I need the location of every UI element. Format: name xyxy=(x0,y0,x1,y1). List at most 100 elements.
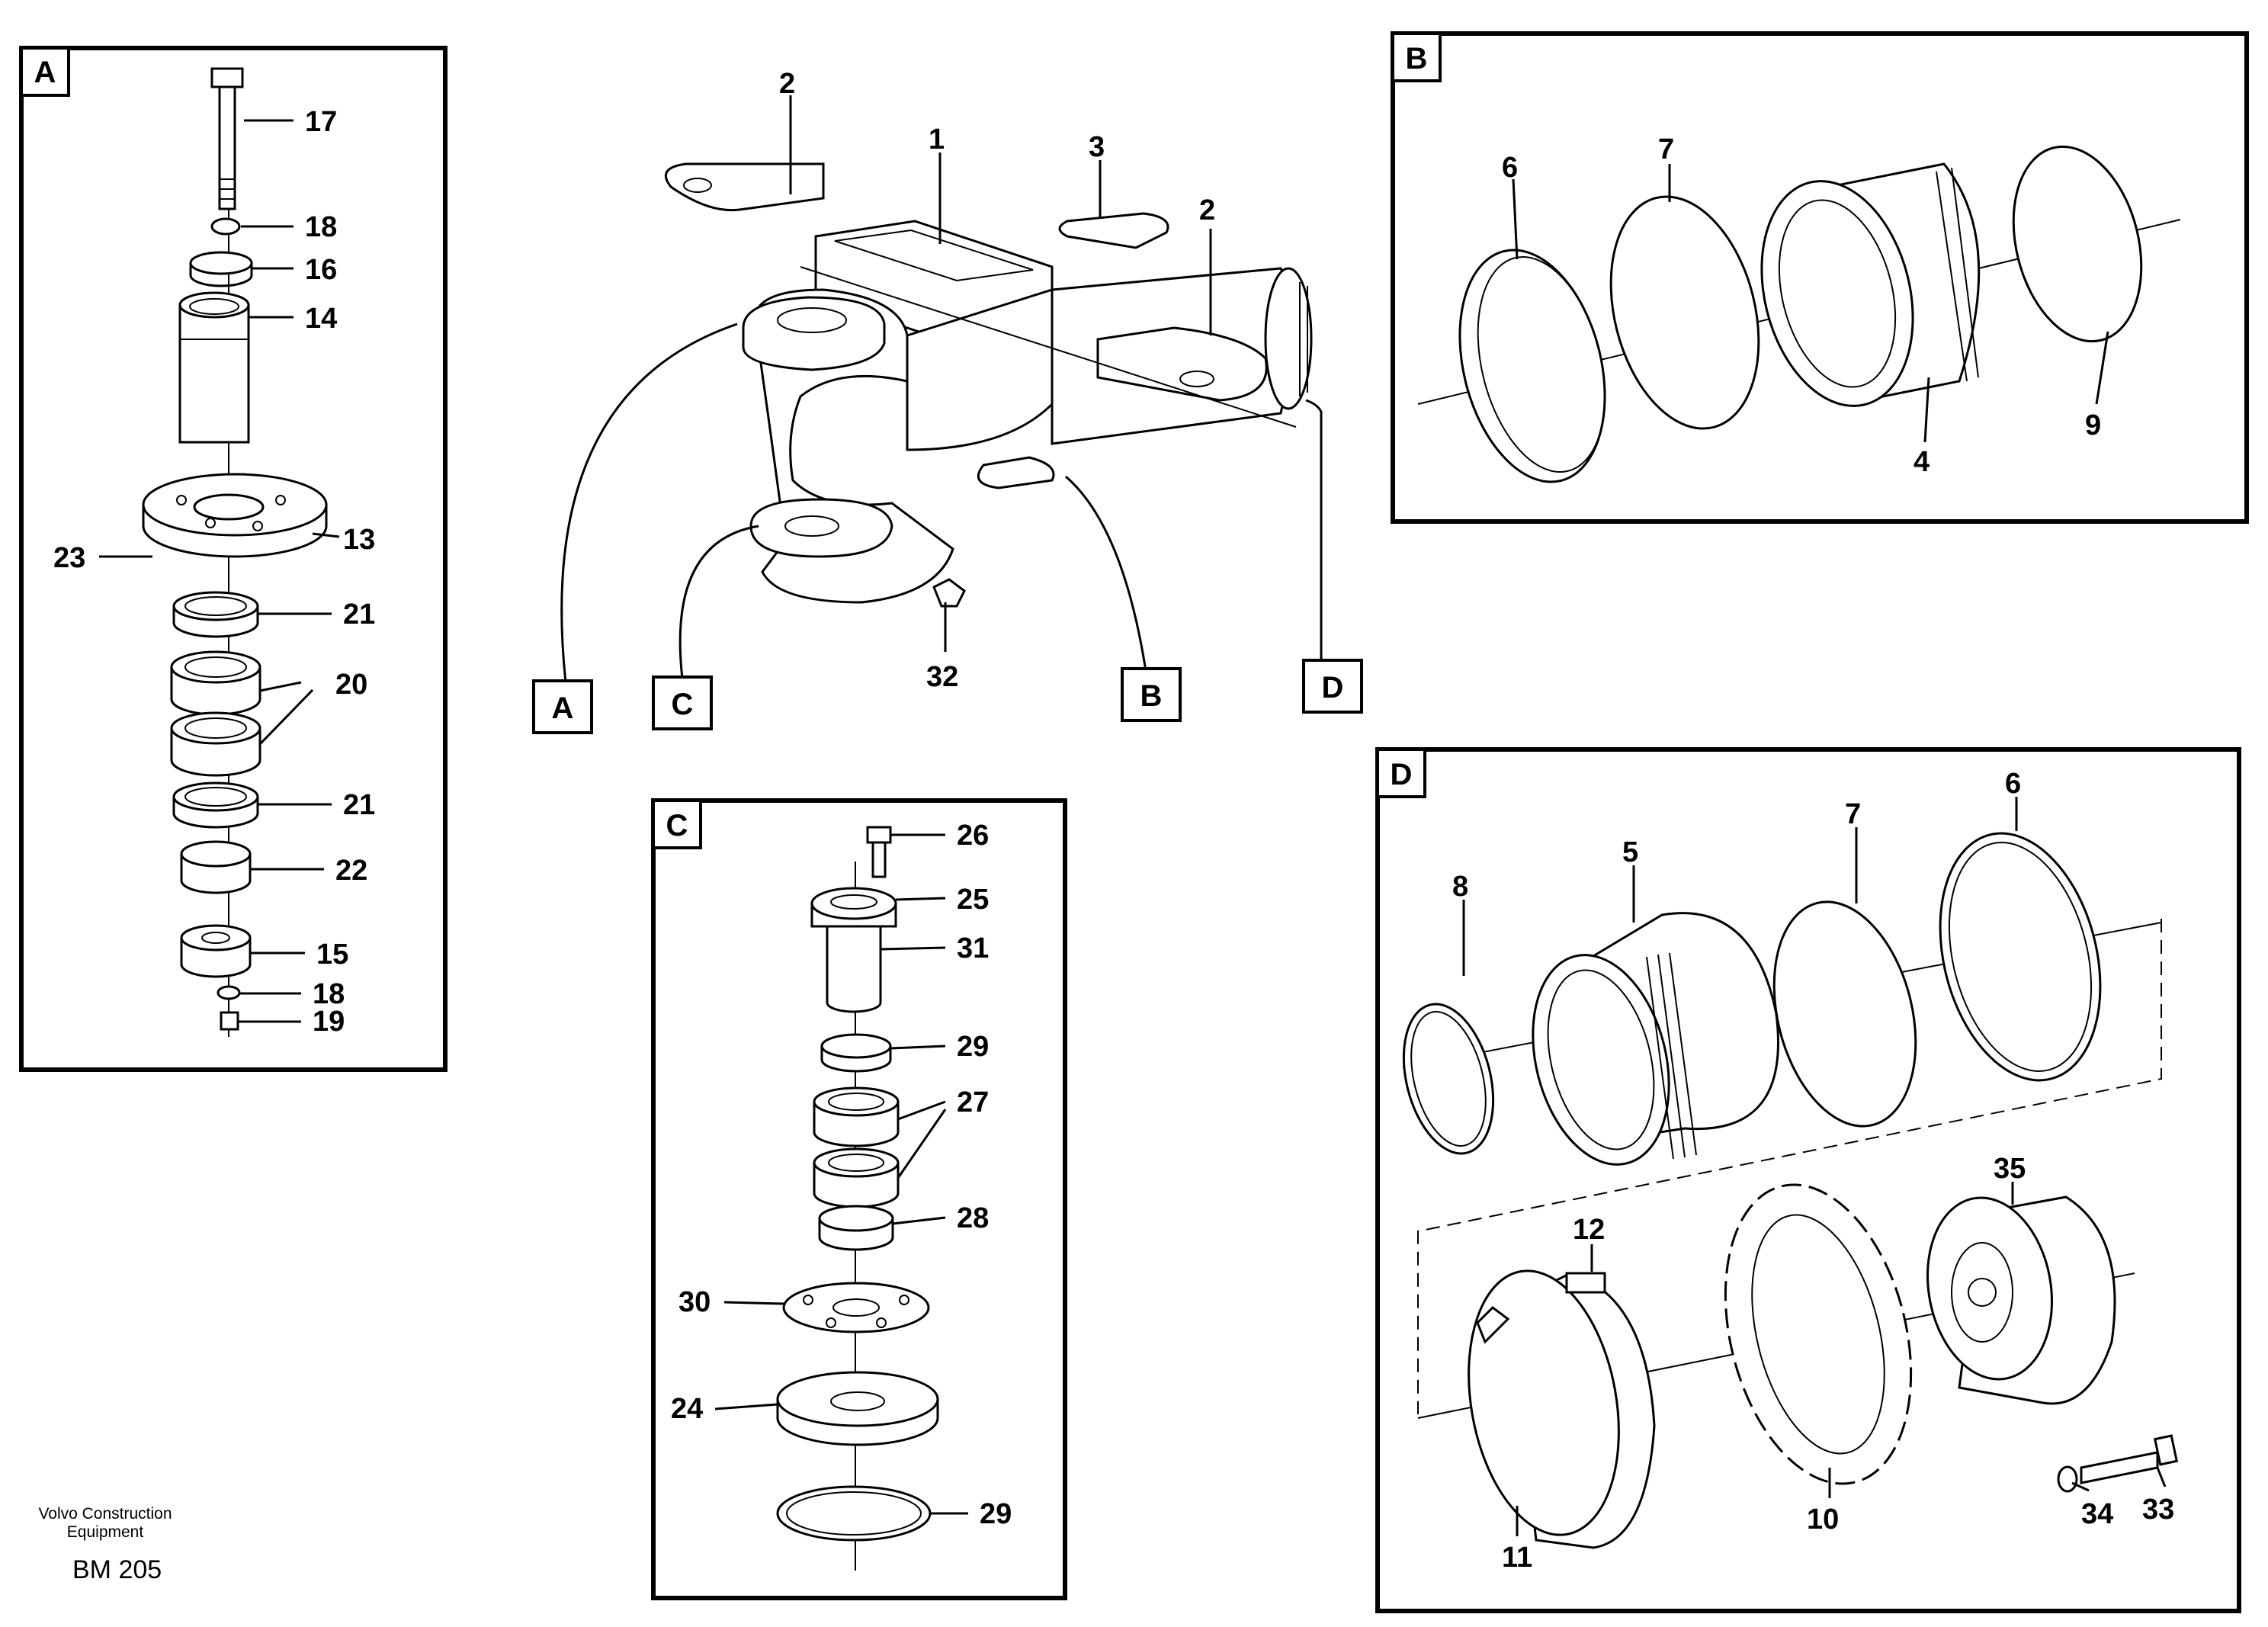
sleeve-14 xyxy=(178,291,250,444)
tube-end-thread xyxy=(1264,267,1313,410)
callout-d-6: 6 xyxy=(2005,768,2021,800)
hub-35 xyxy=(1926,1195,2116,1405)
bearing-20-lower xyxy=(170,711,261,777)
housing-body xyxy=(906,287,1054,451)
callout-d-8: 8 xyxy=(1452,871,1468,903)
pointer-d-box xyxy=(1302,659,1363,714)
stop-bracket xyxy=(977,456,1055,489)
part-16 xyxy=(189,251,253,287)
callout-22: 22 xyxy=(335,855,367,887)
grease-nipple-32 xyxy=(932,578,966,608)
washer-18-bottom xyxy=(217,985,241,1000)
panel-d: D xyxy=(1375,747,2241,1613)
callout-d-7: 7 xyxy=(1845,798,1861,830)
ring-21-top xyxy=(172,591,259,638)
callout-c-29-bottom: 29 xyxy=(980,1498,1012,1530)
pointer-line-d xyxy=(1305,399,1323,663)
panel-b-tag: B xyxy=(1406,42,1428,75)
panel-c: C xyxy=(651,798,1067,1600)
panel-c-tag: C xyxy=(666,809,688,842)
callout-c-26: 26 xyxy=(957,820,989,852)
callout-main-2-right: 2 xyxy=(1199,194,1215,226)
bolt-17 xyxy=(210,67,244,210)
callout-d-35: 35 xyxy=(1994,1153,2026,1185)
callout-d-33: 33 xyxy=(2142,1494,2174,1526)
cap-25 xyxy=(810,887,897,928)
ear-plate-left xyxy=(664,162,825,212)
pointer-a: A xyxy=(552,692,574,725)
bearing-27-upper xyxy=(813,1086,900,1147)
callout-c-28: 28 xyxy=(957,1202,989,1234)
company-line-2: Equipment xyxy=(67,1523,144,1541)
pointer-d: D xyxy=(1322,671,1344,704)
callout-15: 15 xyxy=(316,939,348,971)
panel-a-frame xyxy=(19,46,448,1072)
callout-19: 19 xyxy=(313,1006,345,1038)
callout-main-1: 1 xyxy=(929,124,945,156)
panel-b-tag-box xyxy=(1391,32,1442,82)
ear-plate-right xyxy=(1096,326,1268,402)
seal-6-d xyxy=(1939,832,2102,1082)
plate-3 xyxy=(1058,212,1169,249)
seal-6-b xyxy=(1458,249,1606,483)
callout-c-31: 31 xyxy=(957,932,989,964)
panel-d-tag: D xyxy=(1391,758,1413,791)
nut-15 xyxy=(180,924,252,978)
pointer-c: C xyxy=(672,688,694,721)
callout-d-10: 10 xyxy=(1807,1503,1839,1536)
callout-d-12: 12 xyxy=(1573,1214,1605,1246)
o-ring-29-bottom xyxy=(776,1485,932,1542)
nut-19 xyxy=(220,1011,239,1031)
ring-11 xyxy=(1468,1269,1656,1549)
upper-boss xyxy=(742,296,886,371)
panel-a: A xyxy=(19,46,448,1072)
callout-b-6: 6 xyxy=(1502,152,1518,184)
pointer-line-a xyxy=(560,323,738,683)
callout-c-25: 25 xyxy=(957,884,989,916)
panel-d-tag-box xyxy=(1376,748,1426,798)
gear-ring-10 xyxy=(1724,1183,1913,1485)
flange-13 xyxy=(142,473,328,558)
panel-c-tag-box xyxy=(652,799,702,849)
o-ring-8 xyxy=(1402,1003,1495,1155)
callout-main-2-left: 2 xyxy=(779,68,795,100)
panel-b-frame xyxy=(1391,31,2249,524)
panel-d-dashed-bracket xyxy=(1417,919,2162,1414)
footer: Volvo Construction Equipment BM 205 xyxy=(38,1505,172,1584)
callout-18: 18 xyxy=(305,211,337,243)
bolt-26 xyxy=(866,826,892,878)
lower-boss xyxy=(749,498,893,558)
main-axis xyxy=(800,266,1297,428)
bearing-27-lower xyxy=(813,1147,900,1208)
callout-main-32: 32 xyxy=(926,661,958,693)
callout-23: 23 xyxy=(53,542,85,574)
callout-16: 16 xyxy=(305,254,337,286)
washer-34 xyxy=(2057,1465,2078,1493)
pointer-line-b xyxy=(1065,475,1147,672)
bushing-4 xyxy=(1760,162,1981,407)
o-ring-7-b xyxy=(1609,195,1760,430)
sleeve-5 xyxy=(1532,912,1779,1166)
pointer-b-box xyxy=(1121,667,1182,722)
washer-18-top xyxy=(210,217,241,236)
callout-14: 14 xyxy=(305,303,337,335)
diagram-code: BM 205 xyxy=(72,1555,162,1584)
callout-b-7: 7 xyxy=(1658,133,1674,165)
o-ring-7-d xyxy=(1772,900,1917,1128)
ring-22 xyxy=(180,840,252,894)
callout-c-29-top: 29 xyxy=(957,1031,989,1063)
panel-a-tag-box xyxy=(20,47,70,97)
key-12 xyxy=(1565,1272,1606,1294)
callout-d-5: 5 xyxy=(1622,836,1638,868)
ring-29-top xyxy=(820,1033,892,1073)
o-ring-9 xyxy=(2012,145,2143,343)
callout-c-30: 30 xyxy=(678,1286,711,1318)
callout-d-11: 11 xyxy=(1502,1542,1532,1574)
main-assembly: 2 1 3 2 32 A C B D xyxy=(532,68,1363,734)
flange-24 xyxy=(776,1371,939,1446)
ring-28 xyxy=(818,1205,894,1251)
bolt-33 xyxy=(2080,1434,2179,1484)
pointer-a-box xyxy=(532,679,593,734)
panel-c-frame xyxy=(651,798,1067,1600)
pointer-c-box xyxy=(652,676,713,730)
